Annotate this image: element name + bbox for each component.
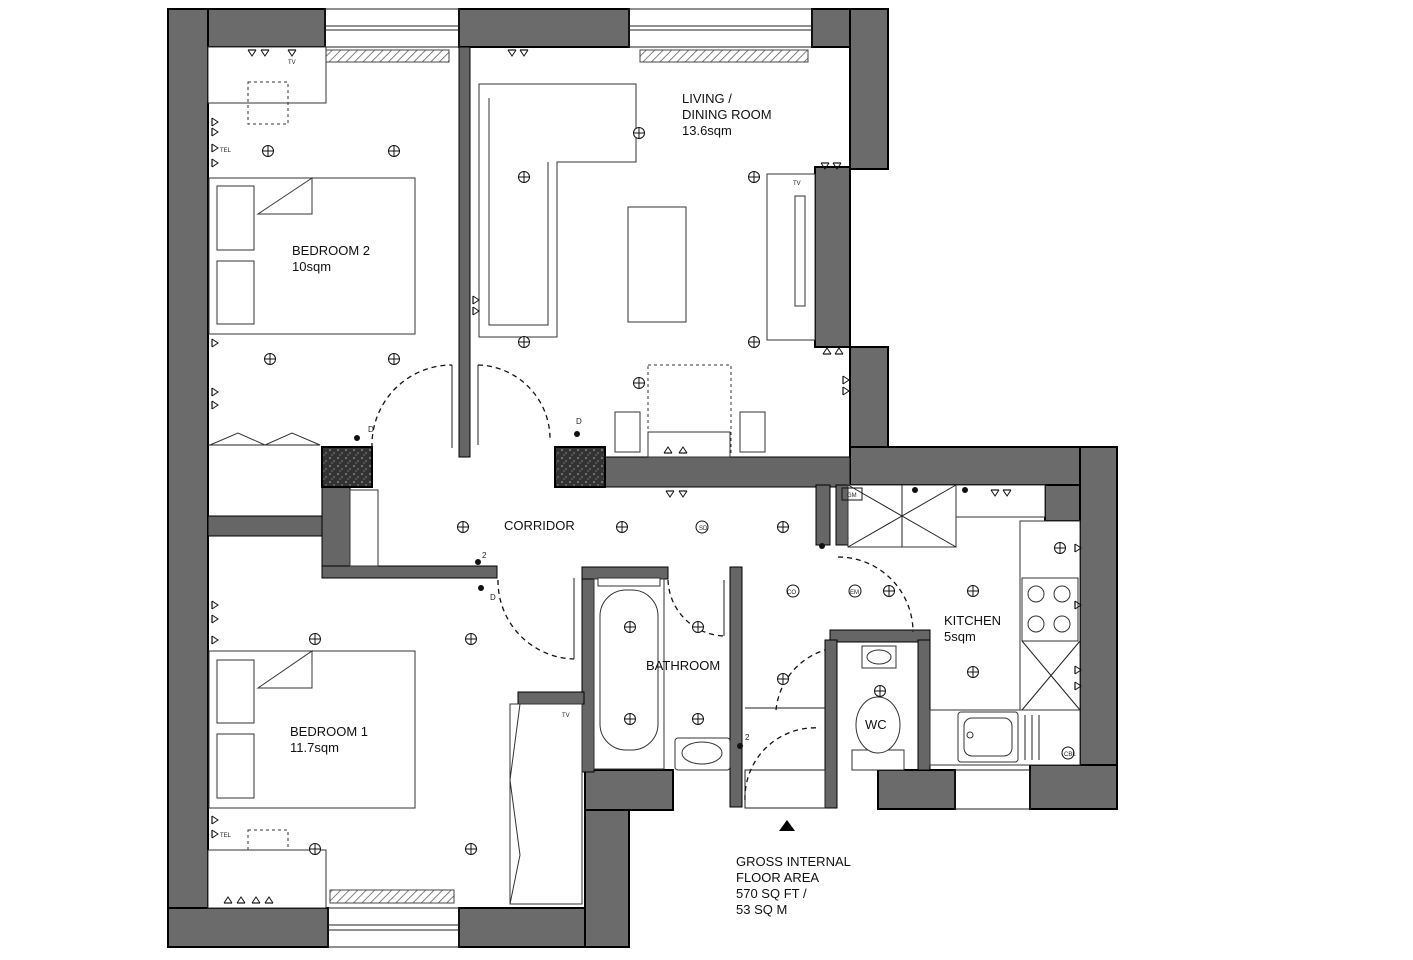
living-room-label-line2: DINING ROOM: [682, 107, 772, 122]
bathroom-fixtures: [593, 577, 731, 771]
tv-label: TV: [562, 713, 570, 719]
wc-label: WC: [865, 717, 887, 732]
wardrobe: [509, 703, 583, 905]
em-label: EM: [850, 590, 859, 596]
sd-label: SD: [699, 526, 708, 532]
radiators: [324, 49, 809, 904]
bedroom-2-furniture: [207, 46, 416, 446]
door-d-label: D: [576, 417, 582, 426]
wc-fixtures: [851, 645, 905, 771]
floor-area-line4: 53 SQ M: [736, 902, 787, 917]
bedroom-1-furniture: [207, 489, 583, 909]
sofa: [478, 83, 637, 338]
bedroom-2-area: 10sqm: [292, 259, 331, 274]
living-room-furniture: [478, 83, 816, 458]
bathroom-label: BATHROOM: [646, 658, 720, 673]
kitchen-area: 5sqm: [944, 629, 976, 644]
cbl-label: CBL: [1064, 752, 1076, 758]
floor-area-line1: GROSS INTERNAL: [736, 854, 851, 869]
bedroom-2-label: BEDROOM 2: [292, 243, 370, 258]
bedroom-1-label: BEDROOM 1: [290, 724, 368, 739]
co-label: CO: [787, 590, 796, 596]
door-d-label: D: [490, 593, 496, 602]
outer-walls: [167, 8, 1118, 948]
gm-label: GM: [847, 493, 857, 499]
windows: [324, 8, 1031, 948]
tel-label: TEL: [220, 833, 232, 839]
switch-count: 2: [745, 733, 750, 742]
corridor-label: CORRIDOR: [504, 518, 575, 533]
kitchen-label: KITCHEN: [944, 613, 1001, 628]
kitchen-fixtures: [847, 484, 1081, 766]
tv-unit: [766, 173, 816, 341]
living-room-area: 13.6sqm: [682, 123, 732, 138]
tv-label: TV: [793, 181, 801, 187]
internal-partitions: [207, 46, 931, 809]
coffee-table: [627, 206, 687, 323]
switch-count: 2: [482, 551, 487, 560]
door-d-label: D: [368, 425, 374, 434]
doors: [371, 364, 914, 801]
bedroom-1-area: 11.7sqm: [290, 740, 339, 755]
tel-label: TEL: [220, 148, 232, 154]
living-room-label-line1: LIVING /: [682, 91, 732, 106]
door-label-dots: [354, 431, 968, 749]
floor-area-line3: 570 SQ FT /: [736, 886, 807, 901]
floor-area-line2: FLOOR AREA: [736, 870, 819, 885]
entrance-arrow-icon: [779, 820, 795, 831]
tv-label: TV: [288, 60, 296, 66]
hob: [1021, 577, 1079, 642]
